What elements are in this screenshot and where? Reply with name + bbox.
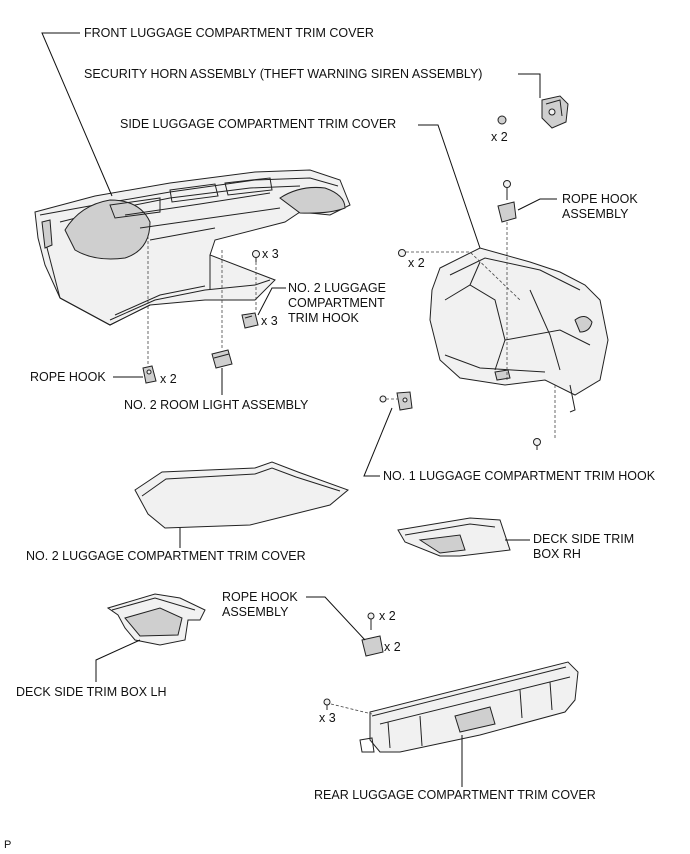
leader-rope-hook-assembly-bottom [306, 596, 366, 641]
no2-room-light-part [211, 349, 233, 369]
label-no2-room-light: NO. 2 ROOM LIGHT ASSEMBLY [124, 398, 309, 412]
front-trim-cover-part [34, 169, 351, 326]
label-line: DECK SIDE TRIM [533, 532, 635, 546]
qty-rope-hook: x 2 [160, 372, 177, 386]
leader-no2-trim-hook [257, 287, 286, 316]
label-line: NO. 2 LUGGAGE [288, 281, 386, 295]
label-no2-trim-hook: NO. 2 LUGGAGE COMPARTMENT TRIM HOOK [288, 281, 386, 326]
label-line: ROPE HOOK [222, 590, 298, 604]
label-security-horn: SECURITY HORN ASSEMBLY (THEFT WARNING SI… [84, 67, 483, 81]
no1-trim-hook-part [379, 391, 413, 411]
qty-rear-clip: x 3 [319, 711, 336, 725]
no2-trim-hook-part [241, 312, 259, 329]
label-line: COMPARTMENT [288, 296, 385, 310]
label-rope-hook-assembly-bottom: ROPE HOOK ASSEMBLY [222, 590, 298, 620]
qty-trim-hook: x 3 [261, 314, 278, 328]
corner-mark: P [4, 839, 12, 851]
qty-side-clip: x 2 [408, 256, 425, 270]
label-line: ROPE HOOK [562, 192, 638, 206]
qty-horn: x 2 [491, 130, 508, 144]
label-no2-trim-cover: NO. 2 LUGGAGE COMPARTMENT TRIM COVER [26, 549, 306, 563]
leader-front-trim-cover [41, 32, 113, 197]
qty-bracket: x 2 [384, 640, 401, 654]
side-lower-clip [533, 438, 541, 450]
leader-no1-trim-hook [363, 407, 393, 477]
label-no1-trim-hook: NO. 1 LUGGAGE COMPARTMENT TRIM HOOK [383, 469, 656, 483]
label-rope-hook: ROPE HOOK [30, 370, 106, 384]
rope-hook-assembly-bottom-part [361, 612, 384, 657]
deck-side-rh-part [397, 517, 511, 557]
rear-clip-x3 [323, 698, 331, 710]
label-deck-side-rh: DECK SIDE TRIM BOX RH [533, 532, 634, 562]
rope-hook-assembly-top-part [497, 180, 517, 223]
label-line: BOX RH [533, 547, 581, 561]
deck-side-lh-part [106, 593, 206, 646]
rear-trim-cover-part [359, 661, 579, 753]
leader-side-trim-cover [418, 124, 481, 249]
horn-nut [497, 115, 507, 125]
label-side-trim-cover: SIDE LUGGAGE COMPARTMENT TRIM COVER [120, 117, 397, 131]
leader-security-horn [518, 73, 541, 98]
qty-clip-top: x 3 [262, 247, 279, 261]
side-trim-cover-part [429, 247, 609, 413]
label-rope-hook-assembly-top: ROPE HOOK ASSEMBLY [562, 192, 638, 222]
clip-x3-top [252, 250, 260, 262]
label-line: TRIM HOOK [288, 311, 359, 325]
label-front-trim-cover: FRONT LUGGAGE COMPARTMENT TRIM COVER [84, 26, 374, 40]
label-rear-trim-cover: REAR LUGGAGE COMPARTMENT TRIM COVER [314, 788, 596, 802]
side-clip-x2 [398, 249, 406, 257]
qty-bolt: x 2 [379, 609, 396, 623]
leader-deck-side-lh [95, 639, 141, 682]
label-deck-side-lh: DECK SIDE TRIM BOX LH [16, 685, 167, 699]
label-line: ASSEMBLY [562, 207, 629, 221]
leader-rope-hook-assembly-top [517, 198, 557, 211]
rope-hook-part [142, 365, 157, 384]
security-horn-part [541, 95, 569, 129]
label-line: ASSEMBLY [222, 605, 289, 619]
no2-trim-cover-part [134, 461, 349, 529]
